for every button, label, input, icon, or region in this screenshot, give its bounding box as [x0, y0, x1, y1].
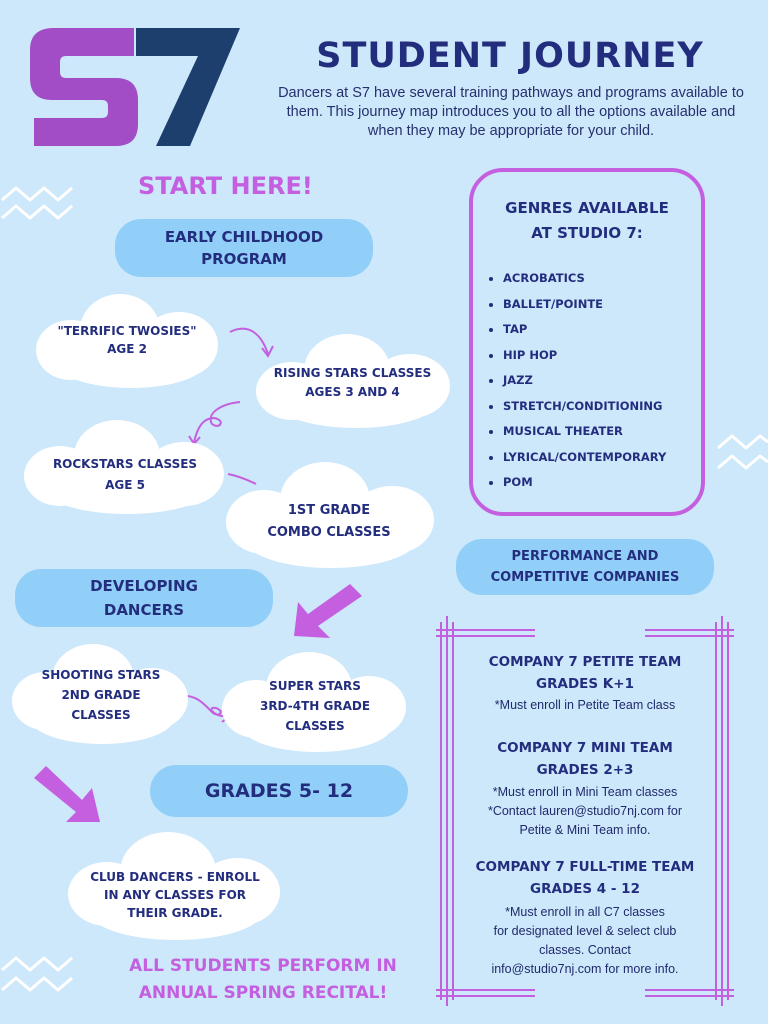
- company-mini-note: Petite & Mini Team info.: [519, 823, 651, 837]
- cloud-text: SUPER STARS: [269, 679, 361, 693]
- cloud-text: CLUB DANCERS - ENROLL: [90, 870, 260, 884]
- cloud-text: 3RD-4TH GRADE: [259, 699, 371, 713]
- genres-list: ACROBATICS BALLET/POINTE TAP HIP HOP JAZ…: [483, 266, 666, 496]
- genre-item: LYRICAL/CONTEMPORARY: [503, 445, 666, 471]
- company-mini-note: *Contact lauren@studio7nj.com for: [487, 804, 683, 818]
- cloud-text: 2ND GRADE: [61, 688, 141, 702]
- company-fulltime-note: info@studio7nj.com for more info.: [491, 962, 679, 976]
- cloud-club-dancers: CLUB DANCERS - ENROLL IN ANY CLASSES FOR…: [68, 830, 282, 942]
- grades-label: GRADES 5- 12: [204, 780, 354, 802]
- recital-note: ALL STUDENTS PERFORM IN ANNUAL SPRING RE…: [108, 953, 418, 1007]
- genre-item: MUSICAL THEATER: [503, 419, 666, 445]
- developing-dancers-pill: DEVELOPING DANCERS: [15, 569, 273, 627]
- company-frame: [436, 616, 734, 1006]
- performance-companies-pill: PERFORMANCE AND COMPETITIVE COMPANIES: [456, 539, 714, 595]
- cloud-text: ROCKSTARS CLASSES: [52, 457, 198, 471]
- company-fulltime-grades: GRADES 4 - 12: [530, 881, 640, 897]
- genres-box: GENRES AVAILABLE AT STUDIO 7: ACROBATICS…: [469, 168, 705, 516]
- s7-logo-s: [30, 28, 138, 146]
- page-title: STUDENT JOURNEY: [316, 36, 704, 76]
- company-mini-grades: GRADES 2+3: [536, 762, 634, 778]
- cloud-text: SHOOTING STARS: [41, 668, 161, 682]
- company-fulltime-note: *Must enroll in all C7 classes: [505, 905, 665, 919]
- cloud-rising-stars: RISING STARS CLASSES AGES 3 AND 4: [250, 332, 455, 430]
- genre-item: ACROBATICS: [503, 266, 666, 292]
- genre-item: JAZZ: [503, 368, 666, 394]
- cloud-text: COMBO CLASSES: [267, 525, 391, 540]
- cloud-super-stars: SUPER STARS 3RD-4TH GRADE CLASSES: [222, 650, 408, 754]
- cloud-text: CLASSES: [71, 708, 131, 722]
- company-petite-note: *Must enroll in Petite Team class: [494, 698, 676, 712]
- s7-logo-7: [136, 28, 240, 146]
- genre-item: TAP: [503, 317, 666, 343]
- cloud-text: AGE 5: [105, 478, 145, 492]
- intro-text: Dancers at S7 have several training path…: [278, 85, 744, 139]
- early-childhood-pill: EARLY CHILDHOOD PROGRAM: [115, 219, 373, 277]
- genre-item: BALLET/POINTE: [503, 292, 666, 318]
- genres-title-line: GENRES AVAILABLE: [505, 199, 669, 217]
- recital-line: ALL STUDENTS PERFORM IN: [129, 956, 397, 976]
- company-petite-name: COMPANY 7 PETITE TEAM: [488, 654, 682, 670]
- big-arrow-icon: [34, 584, 362, 822]
- cloud-text: AGE 2: [107, 342, 147, 356]
- company-fulltime-note: for designated level & select club: [493, 924, 677, 938]
- developing-dancers-label: DEVELOPING DANCERS: [90, 577, 198, 619]
- cloud-terrific-twosies: "TERRIFIC TWOSIES" AGE 2: [22, 290, 232, 390]
- company-mini-name: COMPANY 7 MINI TEAM: [497, 740, 673, 756]
- recital-line: ANNUAL SPRING RECITAL!: [138, 983, 388, 1003]
- company-fulltime-name: COMPANY 7 FULL-TIME TEAM: [475, 859, 695, 875]
- genre-item: POM: [503, 470, 666, 496]
- cloud-text: 1ST GRADE: [287, 503, 371, 518]
- grades-pill: GRADES 5- 12: [150, 765, 408, 817]
- genres-title: GENRES AVAILABLE AT STUDIO 7:: [473, 196, 701, 246]
- company-fulltime-note: classes. Contact: [539, 943, 631, 957]
- company-mini-note: *Must enroll in Mini Team classes: [492, 785, 678, 799]
- cloud-text: THEIR GRADE.: [127, 906, 223, 920]
- early-childhood-label: EARLY CHILDHOOD PROGRAM: [164, 228, 324, 268]
- start-here-label: START HERE!: [138, 172, 313, 200]
- cloud-rockstars: ROCKSTARS CLASSES AGE 5: [20, 418, 230, 516]
- cloud-text: "TERRIFIC TWOSIES": [57, 324, 197, 338]
- cloud-shooting-stars: SHOOTING STARS 2ND GRADE CLASSES: [12, 642, 190, 746]
- cloud-text: CLASSES: [285, 719, 345, 733]
- cloud-text: AGES 3 AND 4: [305, 385, 400, 399]
- cloud-text: IN ANY CLASSES FOR: [103, 888, 247, 902]
- cloud-first-grade: 1ST GRADE COMBO CLASSES: [222, 460, 436, 570]
- performance-companies-label: PERFORMANCE AND COMPETITIVE COMPANIES: [490, 549, 680, 585]
- company-petite-grades: GRADES K+1: [536, 676, 634, 692]
- genre-item: HIP HOP: [503, 343, 666, 369]
- zigzag-icon: [1, 186, 768, 992]
- cloud-text: RISING STARS CLASSES: [273, 366, 432, 380]
- genre-item: STRETCH/CONDITIONING: [503, 394, 666, 420]
- genres-title-line: AT STUDIO 7:: [531, 224, 643, 242]
